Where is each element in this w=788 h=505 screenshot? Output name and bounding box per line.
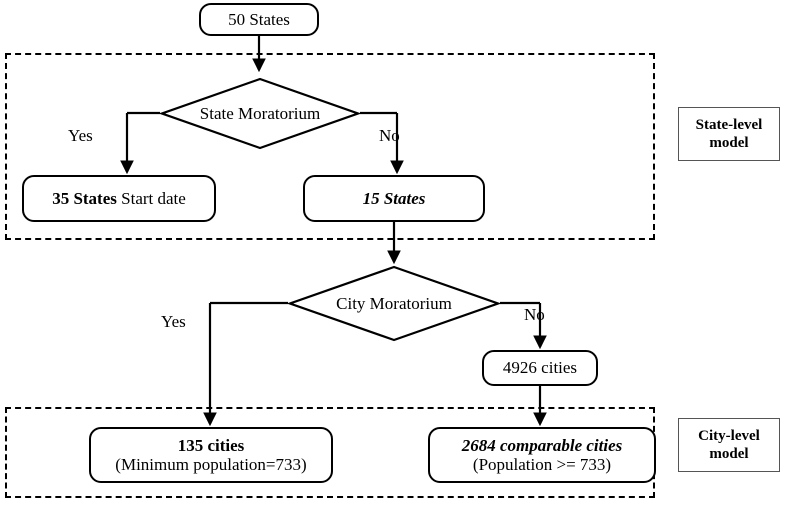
legend-state-level-line1: State-level	[695, 116, 763, 133]
group-state-level-region	[5, 53, 655, 240]
edge-label-state-no: No	[379, 126, 400, 145]
diamond-shape-state	[160, 77, 360, 150]
node-15-states-label: 15 States	[362, 188, 426, 208]
node-4926-cities-label: 4926 cities	[502, 358, 578, 378]
legend-state-level-model: State-level model	[678, 107, 780, 161]
node-2684-cities-count: 2684 comparable cities	[461, 435, 623, 455]
node-35-states-suffix: Start date	[121, 188, 186, 208]
legend-city-level-line2: model	[709, 446, 749, 462]
decision-city-moratorium-label: City Moratorium	[336, 293, 452, 313]
decision-state-moratorium[interactable]: State Moratorium	[160, 77, 360, 150]
decision-city-moratorium[interactable]: City Moratorium	[288, 265, 500, 342]
node-4926-cities[interactable]: 4926 cities	[482, 350, 598, 386]
diamond-shape-city	[288, 265, 500, 342]
node-35-states-text: 35 States Start date	[52, 189, 186, 208]
legend-city-level-line1: City-level	[698, 427, 760, 444]
node-35-states-start-date[interactable]: 35 States Start date	[22, 175, 216, 222]
legend-city-level-model: City-level model	[678, 418, 780, 472]
node-135-cities-detail: (Minimum population=733)	[115, 455, 307, 474]
node-35-states-count: 35 States	[52, 188, 117, 208]
node-2684-comparable-cities[interactable]: 2684 comparable cities (Population >= 73…	[428, 427, 656, 483]
node-135-cities-count: 135 cities	[177, 435, 245, 455]
legend-state-level-line2: model	[709, 135, 749, 151]
node-2684-cities-detail: (Population >= 733)	[472, 455, 612, 474]
node-15-states[interactable]: 15 States	[303, 175, 485, 222]
edge-label-city-no: No	[524, 305, 545, 324]
edge-label-city-yes: Yes	[161, 312, 186, 331]
node-50-states-label: 50 States	[228, 9, 290, 29]
decision-state-moratorium-label: State Moratorium	[199, 103, 321, 123]
edge-label-state-yes: Yes	[68, 126, 93, 145]
node-50-states[interactable]: 50 States	[199, 3, 319, 36]
node-135-cities[interactable]: 135 cities (Minimum population=733)	[89, 427, 333, 483]
